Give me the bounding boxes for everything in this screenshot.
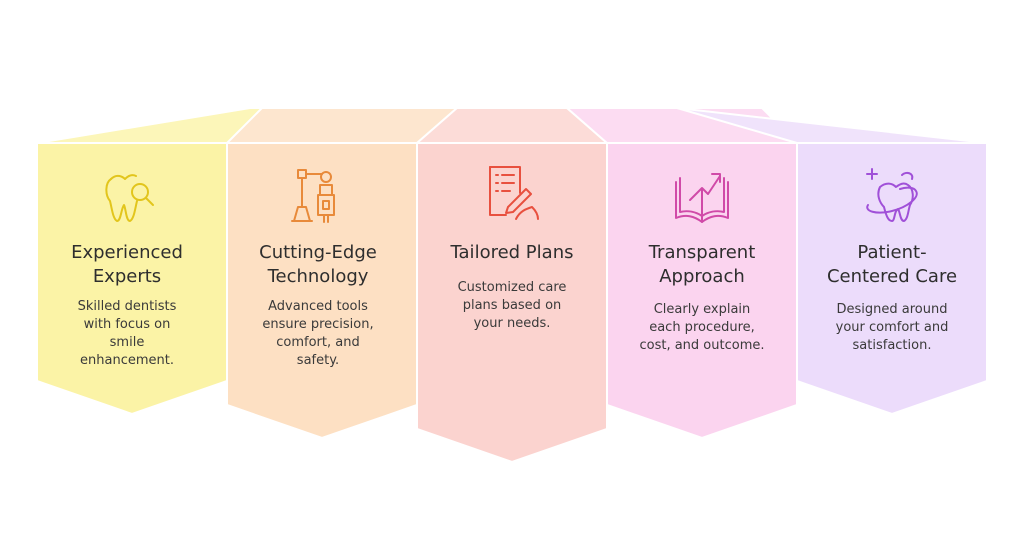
tooth-magnifier-icon <box>97 165 157 225</box>
step-title: Patient- Centered Care <box>826 242 958 287</box>
arrow-body <box>36 142 228 416</box>
step-title: Transparent Approach <box>648 242 756 287</box>
step-description: Skilled dentists with focus on smile enh… <box>77 299 177 368</box>
arrow-body <box>416 142 608 464</box>
step-title: Tailored Plans <box>450 242 574 263</box>
arrow-body <box>796 142 988 416</box>
step-description: Customized care plans based on your need… <box>457 280 567 331</box>
robotic-arm-icon <box>288 165 348 225</box>
step-title: Experienced Experts <box>71 242 183 287</box>
step-description: Advanced tools ensure precision, comfort… <box>262 299 374 368</box>
step-title: Cutting-Edge Technology <box>259 242 377 287</box>
step-description: Designed around your comfort and satisfa… <box>835 302 949 353</box>
arrow-body <box>226 142 418 440</box>
document-pen-icon <box>482 163 542 223</box>
open-book-arrow-icon <box>672 166 732 226</box>
tooth-orbit-icon <box>862 165 922 225</box>
arrow-body <box>606 142 798 440</box>
step-description: Clearly explain each procedure, cost, an… <box>639 302 765 353</box>
